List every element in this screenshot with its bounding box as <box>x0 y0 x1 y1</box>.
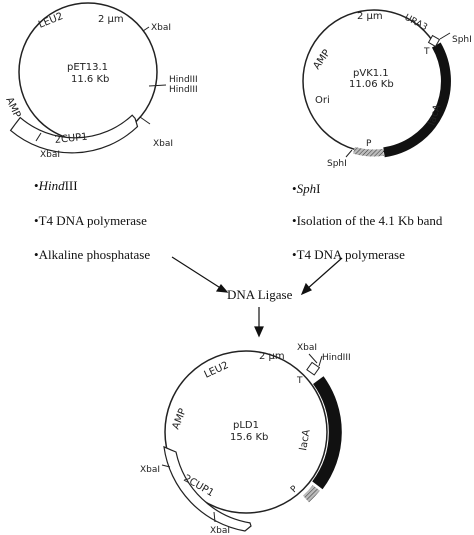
step-right-sphi-italic: Sph <box>296 181 317 196</box>
plasmid-3-xbai-bottom-tick <box>213 511 216 523</box>
plasmid-1-xbai-left-label: XbaI <box>40 150 60 160</box>
plasmid-1-name: pET13.1 <box>67 62 108 73</box>
step-left-hindiii: •HindIII <box>34 178 78 193</box>
arrow-right-line <box>306 257 343 290</box>
plasmid-3-laca-segment <box>312 376 342 490</box>
step-left-t4: •T4 DNA polymerase <box>34 213 147 228</box>
plasmid-2-t-box <box>427 34 441 48</box>
plasmid-3-cup1-segment <box>163 445 252 532</box>
plasmid-3-xbai-bottom-label: XbaI <box>210 526 230 535</box>
step-left-phosphatase-text: Alkaline phosphatase <box>38 247 151 262</box>
plasmid-2-p-segment <box>353 146 384 157</box>
plasmid-1-amp-label: AMP <box>3 96 22 120</box>
plasmid-3-leu2-label: LEU2 <box>203 360 231 381</box>
plasmid-1-hindiii-tick <box>148 84 167 87</box>
step-right-t4-text: T4 DNA polymerase <box>296 247 405 262</box>
plasmid-1-xbai-right-tick <box>139 116 151 125</box>
plasmid-3-backbone <box>164 350 328 514</box>
plasmid-1-size: 11.6 Kb <box>71 74 109 85</box>
step-right-isolation-text: Isolation of the 4.1 Kb band <box>296 213 443 228</box>
plasmid-3-size: 15.6 Kb <box>230 432 268 443</box>
plasmid-pld1: LEU2 2 µm XbaI HindIII T pLD1 15.6 Kb AM… <box>140 343 351 535</box>
plasmid-3-laca-label: lacA <box>298 429 313 452</box>
plasmid-1-hindiii-b-label: HindIII <box>169 85 198 95</box>
plasmid-3-t-box <box>306 361 321 376</box>
plasmid-1-2micron-label: 2 µm <box>98 14 124 25</box>
plasmid-3-p-segment <box>302 485 320 503</box>
plasmid-1-xbai-left-tick <box>35 132 42 142</box>
plasmid-2-laca-segment <box>383 42 451 158</box>
step-left-hindiii-italic: Hind <box>38 178 65 193</box>
plasmid-1-hindiii-a-label: HindIII <box>169 75 198 85</box>
plasmid-3-hindiii-label: HindIII <box>322 353 351 363</box>
plasmid-2-ori-label: Ori <box>315 95 330 106</box>
plasmid-3-2micron-label: 2 µm <box>259 351 285 362</box>
step-left-hindiii-rest: III <box>64 178 78 193</box>
plasmid-2-t-label: T <box>423 47 430 57</box>
dna-ligase-label: DNA Ligase <box>227 287 293 302</box>
plasmid-3-xbai-top-tick <box>308 353 318 364</box>
plasmid-3-t-label: T <box>296 376 303 386</box>
plasmid-3-name: pLD1 <box>233 420 259 431</box>
plasmid-2-size: 11.06 Kb <box>349 79 394 90</box>
step-right-sphi: •SphI <box>292 181 321 196</box>
arrow-left-head <box>215 284 229 293</box>
plasmid-2-sphi-top-label: SphI <box>452 35 472 45</box>
plasmid-2-2micron-label: 2 µm <box>357 11 383 22</box>
plasmid-1-cup1-label: 2CUP1 <box>54 132 88 146</box>
step-right-sphi-rest: I <box>316 181 321 196</box>
plasmid-1-xbai-right-label: XbaI <box>153 139 173 149</box>
arrows <box>171 256 343 338</box>
step-right-isolation: •Isolation of the 4.1 Kb band <box>292 213 443 228</box>
plasmid-2-amp-label: AMP <box>311 48 332 72</box>
plasmid-3-xbai-left-tick <box>161 464 171 468</box>
step-right-t4: •T4 DNA polymerase <box>292 247 405 262</box>
plasmid-2-sphi-bottom-label: SphI <box>327 159 347 169</box>
plasmid-3-xbai-left-label: XbaI <box>140 465 160 475</box>
step-left-t4-text: T4 DNA polymerase <box>38 213 147 228</box>
plasmid-1-cup1-segment <box>9 114 139 154</box>
plasmid-1-leu2-label: LEU2 <box>37 11 65 31</box>
plasmid-2-sphi-bottom-tick <box>345 149 353 158</box>
plasmid-1-xbai-top-tick <box>142 26 150 32</box>
plasmid-3-amp-label: AMP <box>171 407 189 431</box>
plasmid-3-xbai-top-label: XbaI <box>297 343 317 353</box>
step-left-phosphatase: •Alkaline phosphatase <box>34 247 151 262</box>
plasmid-2-name: pVK1.1 <box>353 68 389 79</box>
plasmid-2-sphi-top-tick <box>439 32 451 40</box>
arrow-down-head <box>254 326 264 338</box>
plasmid-1-xbai-top-label: XbaI <box>151 23 171 33</box>
plasmid-2-ura3-label: URA3 <box>403 13 429 33</box>
plasmid-3-hindiii-tick <box>318 355 323 367</box>
plasmid-pvk1-1: 2 µm URA3 SphI T AMP pVK1.1 11.06 Kb Ori… <box>302 9 472 169</box>
plasmid-pet13-1: LEU2 2 µm XbaI pET13.1 11.6 Kb HindIII H… <box>3 2 198 160</box>
plasmid-3-p-label: P <box>289 484 300 495</box>
plasmid-2-p-label: P <box>366 139 372 149</box>
arrow-right-head <box>300 282 312 296</box>
arrow-left-line <box>171 256 223 290</box>
